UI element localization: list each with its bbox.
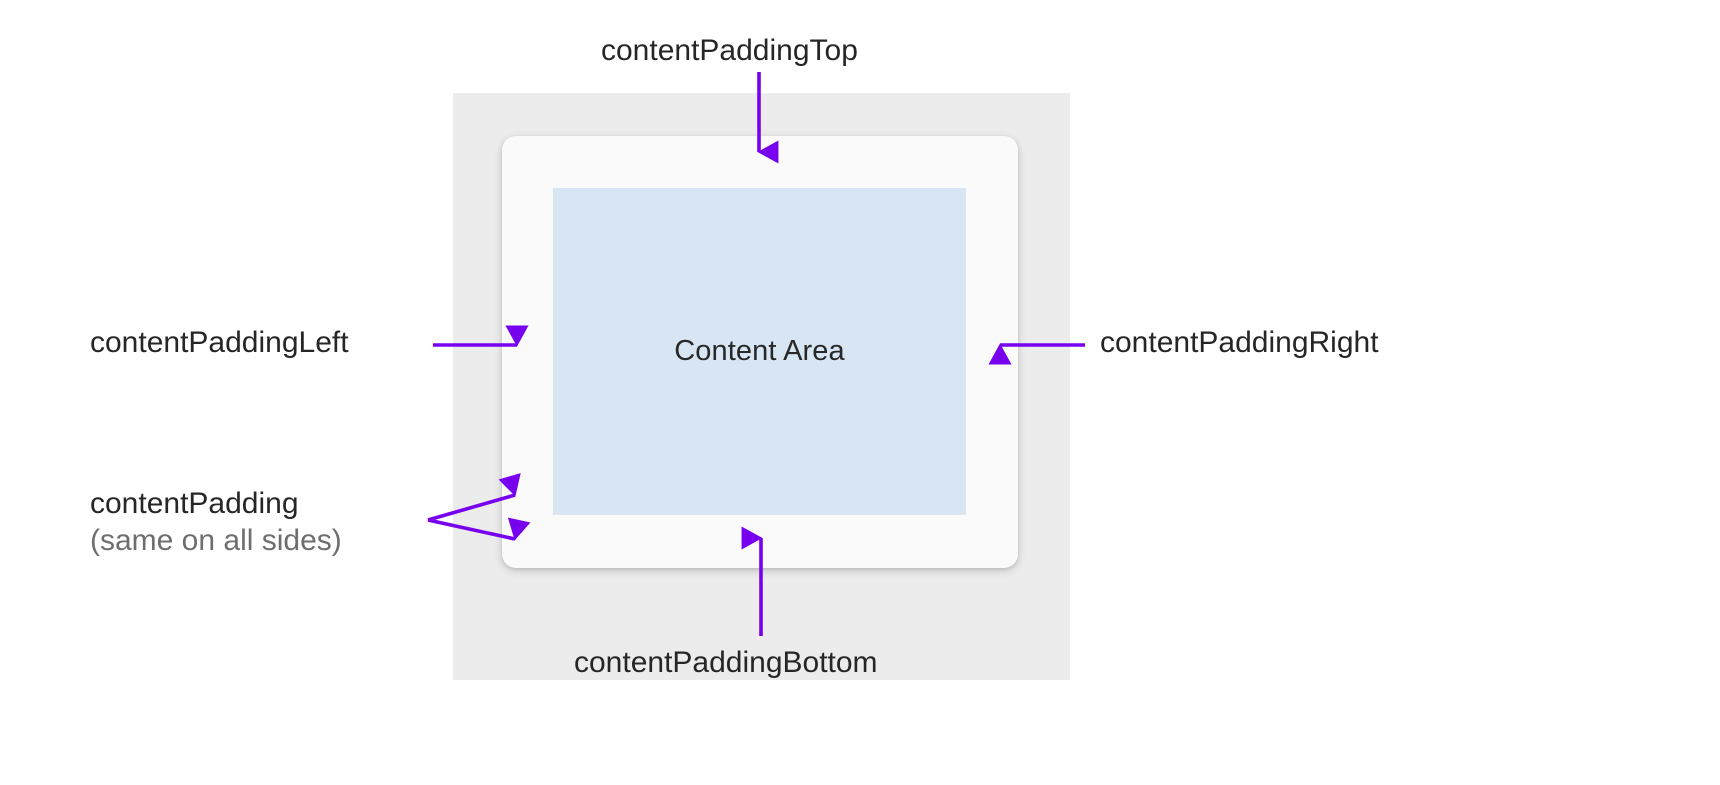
content-area-label: Content Area xyxy=(674,335,845,367)
content-area-box: Content Area xyxy=(553,188,966,515)
label-content-padding-main: contentPadding xyxy=(90,487,299,520)
label-content-padding-sub: (same on all sides) xyxy=(90,523,342,557)
label-content-padding-left: contentPaddingLeft xyxy=(90,326,349,359)
label-content-padding-bottom: contentPaddingBottom xyxy=(574,646,878,679)
label-content-padding-group: contentPadding (same on all sides) xyxy=(90,486,342,559)
label-content-padding-top: contentPaddingTop xyxy=(601,34,858,67)
label-content-padding-right: contentPaddingRight xyxy=(1100,326,1379,359)
